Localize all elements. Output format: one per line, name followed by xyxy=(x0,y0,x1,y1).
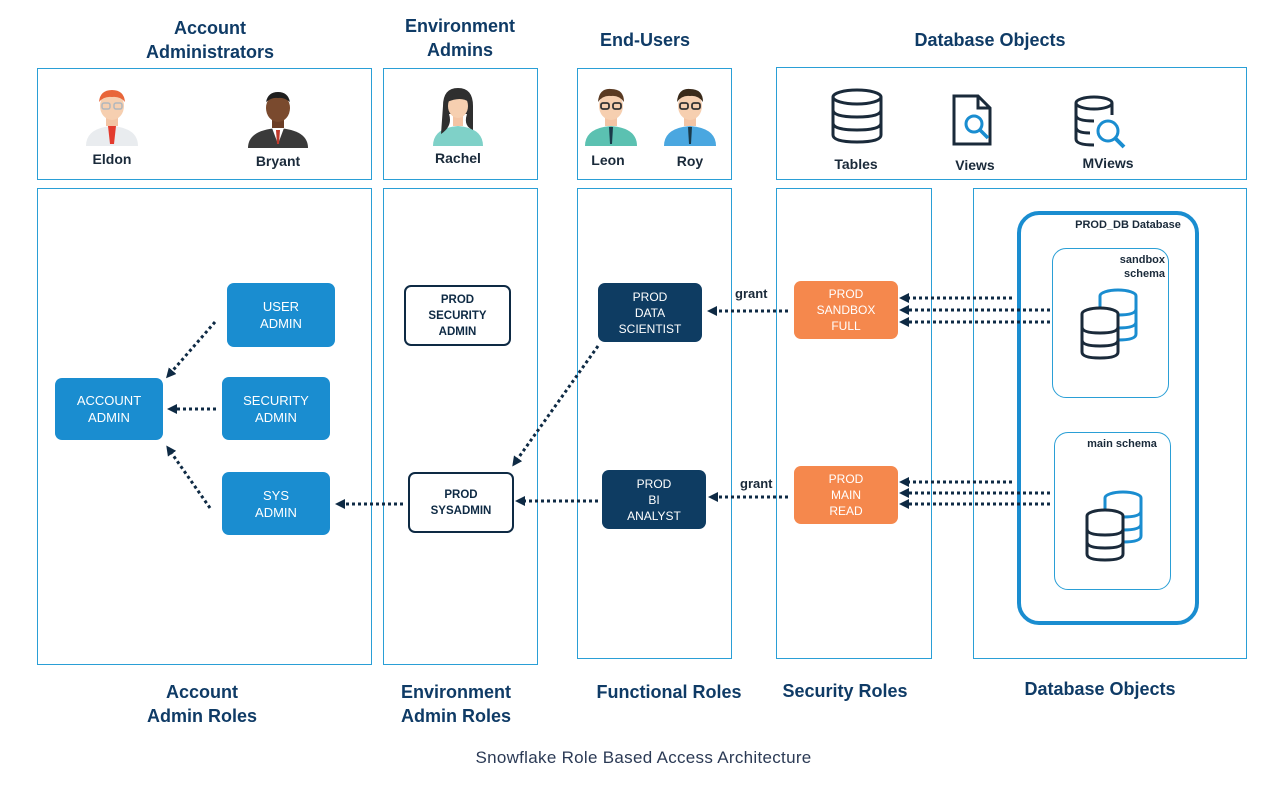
person-icon xyxy=(248,92,308,148)
role-prod-security-admin[interactable]: PROD SECURITY ADMIN xyxy=(404,285,511,346)
header-account-administrators: Account Administrators xyxy=(145,18,275,62)
person-name-eldon: Eldon xyxy=(92,151,132,167)
person-name-roy: Roy xyxy=(676,153,704,169)
footer-database-objects: Database Objects xyxy=(1024,679,1176,699)
panel-end-users xyxy=(577,68,732,180)
views-icon xyxy=(952,94,992,146)
database-icon xyxy=(1085,490,1143,562)
role-prod-main-read[interactable]: PROD MAIN READ xyxy=(794,466,898,524)
person-icon xyxy=(585,88,637,146)
role-prod-sysadmin[interactable]: PROD SYSADMIN xyxy=(408,472,514,533)
person-name-leon: Leon xyxy=(591,152,625,168)
footer-account-admin-roles: Account Admin Roles xyxy=(146,682,257,726)
role-prod-data-scientist[interactable]: PROD DATA SCIENTIST xyxy=(598,283,702,342)
database-name: PROD_DB Database xyxy=(1075,219,1181,231)
person-name-bryant: Bryant xyxy=(255,153,301,169)
avatar-leon xyxy=(583,86,639,146)
object-type-mviews: MViews xyxy=(1082,155,1134,171)
panel-account-administrators xyxy=(37,68,372,180)
tables-icon xyxy=(831,88,883,144)
schema-sandbox-label: sandbox schema xyxy=(1119,254,1165,280)
schema-main-label: main schema xyxy=(1087,438,1157,450)
footer-security-roles: Security Roles xyxy=(782,681,908,701)
role-prod-sandbox-full[interactable]: PROD SANDBOX FULL xyxy=(794,281,898,339)
role-security-admin[interactable]: SECURITY ADMIN xyxy=(222,377,330,440)
object-type-tables: Tables xyxy=(834,156,878,172)
header-database-objects: Database Objects xyxy=(914,30,1066,50)
database-container xyxy=(1017,211,1199,625)
footer-functional-roles: Functional Roles xyxy=(596,682,742,702)
avatar-rachel xyxy=(433,86,483,146)
role-user-admin[interactable]: USER ADMIN xyxy=(227,283,335,347)
panel-security-roles xyxy=(776,188,932,659)
panel-environment-admin-roles xyxy=(383,188,538,665)
role-prod-bi-analyst[interactable]: PROD BI ANALYST xyxy=(602,470,706,529)
role-account-admin[interactable]: ACCOUNT ADMIN xyxy=(55,378,163,440)
header-end-users: End-Users xyxy=(599,30,691,50)
database-icon xyxy=(1080,288,1138,360)
role-sys-admin[interactable]: SYS ADMIN xyxy=(222,472,330,535)
panel-functional-roles xyxy=(577,188,732,659)
person-icon xyxy=(433,88,483,146)
person-icon xyxy=(86,90,138,146)
avatar-eldon xyxy=(84,86,140,146)
grant-label-bottom: grant xyxy=(740,476,773,491)
schema-main xyxy=(1054,432,1171,590)
grant-label-top: grant xyxy=(735,286,768,301)
schema-sandbox xyxy=(1052,248,1169,398)
diagram-caption: Snowflake Role Based Access Architecture xyxy=(475,748,812,767)
person-name-rachel: Rachel xyxy=(435,150,481,166)
avatar-roy xyxy=(662,86,718,146)
footer-environment-admin-roles: Environment Admin Roles xyxy=(400,682,511,726)
avatar-bryant xyxy=(248,88,308,148)
mviews-icon xyxy=(1074,95,1126,149)
person-icon xyxy=(664,88,716,146)
header-environment-admins: Environment Admins xyxy=(404,16,515,60)
object-type-views: Views xyxy=(955,157,995,173)
panel-database-objects-types xyxy=(776,67,1247,180)
